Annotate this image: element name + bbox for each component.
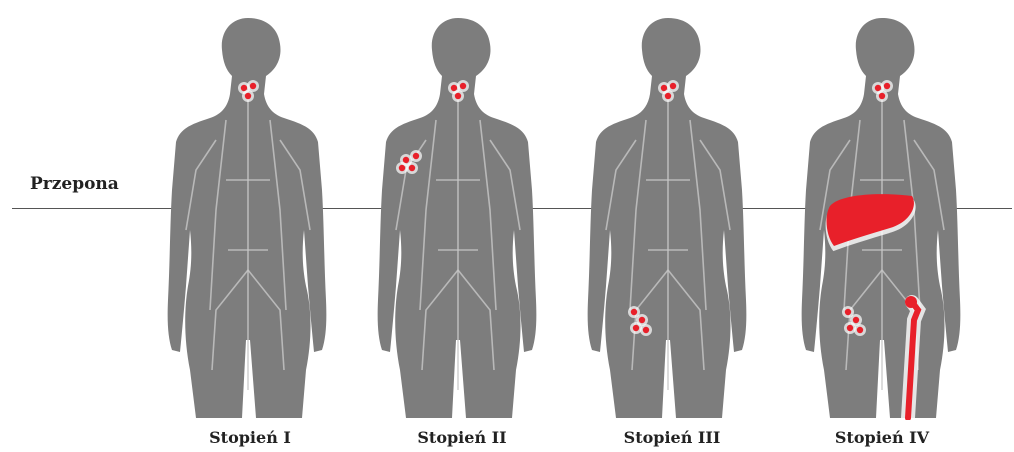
affected-lymph-node <box>857 327 863 333</box>
affected-lymph-node <box>409 165 415 171</box>
affected-lymph-node <box>875 85 881 91</box>
figure-stage-1 <box>156 10 346 420</box>
affected-lymph-node <box>250 83 256 89</box>
affected-lymph-node <box>670 83 676 89</box>
affected-lymph-node <box>633 325 639 331</box>
affected-lymph-node <box>241 85 247 91</box>
affected-lymph-node <box>845 309 851 315</box>
diaphragm-label: Przepona <box>30 174 119 194</box>
affected-lymph-node <box>884 83 890 89</box>
affected-lymph-node <box>661 85 667 91</box>
affected-lymph-node <box>665 93 671 99</box>
stage-label-3: Stopień III <box>572 428 772 447</box>
stage-label-1: Stopień I <box>150 428 350 447</box>
affected-lymph-node <box>460 83 466 89</box>
affected-lymph-node <box>631 309 637 315</box>
affected-lymph-node <box>451 85 457 91</box>
affected-lymph-node <box>403 157 409 163</box>
affected-lymph-node <box>399 165 405 171</box>
figure-stage-3 <box>576 10 766 420</box>
figure-stage-4 <box>790 10 980 420</box>
figure-stage-2 <box>366 10 556 420</box>
body-silhouette <box>588 18 747 418</box>
affected-lymph-node <box>879 93 885 99</box>
stage-label-2: Stopień II <box>362 428 562 447</box>
femur-head <box>905 296 917 308</box>
body-silhouette <box>168 18 327 418</box>
body-silhouette <box>378 18 537 418</box>
affected-lymph-node <box>245 93 251 99</box>
affected-lymph-node <box>639 317 645 323</box>
affected-lymph-node <box>847 325 853 331</box>
affected-lymph-node <box>643 327 649 333</box>
stage-label-4: Stopień IV <box>782 428 982 447</box>
affected-lymph-node <box>455 93 461 99</box>
affected-lymph-node <box>853 317 859 323</box>
affected-lymph-node <box>413 153 419 159</box>
